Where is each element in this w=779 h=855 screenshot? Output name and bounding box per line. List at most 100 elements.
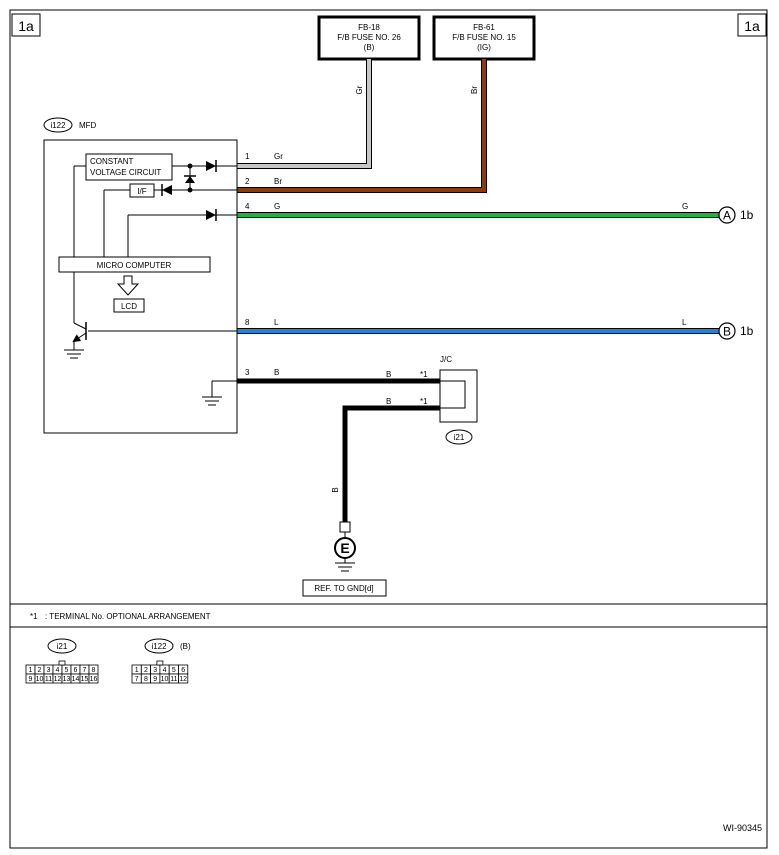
wire-b-vertical-label: B — [331, 487, 340, 492]
mfd-connector-id: i122 — [50, 121, 66, 130]
jc-box — [439, 369, 478, 423]
connector-pin-number: 1 — [135, 667, 139, 674]
offpage-connector-a: A — [718, 206, 736, 224]
terminal-pin-1: 1 — [245, 152, 250, 161]
connector-latch — [156, 660, 164, 666]
diode-pin4 — [206, 209, 217, 221]
page-tag-right-box — [737, 13, 767, 37]
junction-dot-bottom — [187, 187, 193, 193]
ground-point — [334, 521, 356, 572]
jc-wire-label-1: B — [386, 370, 391, 379]
connector-pin-number: 2 — [38, 667, 42, 674]
mfd-name: MFD — [79, 121, 97, 130]
connector-pin-number: 4 — [163, 667, 167, 674]
fuse-fb18-supply: (B) — [364, 43, 375, 52]
connector-pin-number: 6 — [181, 667, 185, 674]
connector-pin-number: 12 — [179, 676, 187, 683]
diode-if — [161, 184, 172, 196]
terminal-color-4: G — [274, 202, 280, 211]
wire-gr — [237, 59, 372, 169]
constant-voltage-label-1: CONSTANT — [90, 157, 134, 166]
offpage-connector-b-letter: B — [723, 325, 731, 339]
diode-pin1 — [206, 160, 217, 172]
connector-pin-number: 1 — [29, 667, 33, 674]
connector-view-i122-oval — [144, 638, 174, 654]
connector-pin-number: 5 — [172, 667, 176, 674]
page-tag-left: 1a — [18, 18, 34, 34]
if-label: I/F — [137, 187, 146, 196]
connector-pin-number: 9 — [29, 676, 33, 683]
connector-view-i122-name: i122 — [151, 642, 167, 651]
terminal-pin-8: 8 — [245, 318, 250, 327]
jc-pin-mark-2: *1 — [420, 397, 428, 406]
connector-view-i21-name: i21 — [57, 642, 68, 651]
offpage-connector-a-page: 1b — [740, 208, 754, 222]
connector-pin-number: 12 — [54, 676, 62, 683]
connector-pin-number: 13 — [63, 676, 71, 683]
jc-connector-oval — [445, 429, 473, 445]
connector-pin-number: 10 — [36, 676, 44, 683]
page-tag-right: 1a — [744, 18, 760, 34]
zener-diode — [184, 175, 196, 183]
page-tag-left-box — [11, 13, 41, 37]
connector-pin-number: 8 — [92, 667, 96, 674]
jc-bridge — [440, 380, 466, 409]
terminal-color-2: Br — [274, 177, 282, 186]
mfd-internal-lines — [58, 153, 237, 406]
ground-symbol-letter: E — [340, 540, 349, 556]
connector-pin-number: 3 — [153, 667, 157, 674]
fuse-fb18-id: FB-18 — [358, 23, 380, 32]
jc-name: J/C — [440, 355, 452, 364]
wire-l-far-label: L — [682, 318, 687, 327]
diagram-id: WI-90345 — [723, 823, 762, 833]
terminal-color-3: B — [274, 368, 279, 377]
connector-pin-number: 11 — [45, 676, 52, 683]
ground-ref-box — [302, 579, 387, 597]
fuse-fb61-name: F/B FUSE NO. 15 — [452, 33, 516, 42]
fuse-box-fb18: FB-18 F/B FUSE NO. 26 (B) — [317, 15, 421, 61]
fuse-fb61-id: FB-61 — [473, 23, 495, 32]
connector-pin-number: 4 — [56, 667, 60, 674]
jc-pin-mark-1: *1 — [420, 370, 428, 379]
jc-connector-id: i21 — [454, 433, 465, 442]
note-text: : TERMINAL No. OPTIONAL ARRANGEMENT — [45, 612, 211, 621]
terminal-pin-4: 4 — [245, 202, 250, 211]
fuse-fb18-name: F/B FUSE NO. 26 — [337, 33, 401, 42]
connector-pin-number: 15 — [81, 676, 89, 683]
page-frame — [9, 9, 768, 849]
connector-view-i122-suffix: (B) — [180, 642, 191, 651]
connector-pin-number: 11 — [170, 676, 177, 683]
offpage-connector-b: B — [718, 322, 736, 340]
connector-pin-number: 8 — [144, 676, 148, 683]
wire-br-vertical-label: Br — [470, 86, 479, 94]
terminal-pin-2: 2 — [245, 177, 250, 186]
terminal-color-1: Gr — [274, 152, 283, 161]
connector-pin-number: 2 — [144, 667, 148, 674]
wire-b-ground — [237, 378, 440, 522]
connector-latch — [58, 660, 66, 666]
terminal-pin-3: 3 — [245, 368, 250, 377]
connector-view-i21-oval — [47, 638, 77, 654]
wire-gr-vertical-label: Gr — [355, 85, 364, 94]
fuse-fb61-supply: (IG) — [477, 43, 491, 52]
terminal-color-8: L — [274, 318, 279, 327]
wire-br — [237, 59, 487, 193]
connector-pin-number: 6 — [74, 667, 78, 674]
connector-pin-number: 5 — [65, 667, 69, 674]
connector-pin-number: 7 — [83, 667, 87, 674]
note-mark: *1 — [30, 612, 38, 621]
connector-cavity — [88, 673, 99, 684]
micro-computer-label: MICRO COMPUTER — [97, 261, 172, 270]
connector-pin-number: 3 — [47, 667, 51, 674]
constant-voltage-label-2: VOLTAGE CIRCUIT — [90, 168, 161, 177]
mfd-connector-oval — [43, 117, 73, 133]
connector-pin-number: 9 — [153, 676, 157, 683]
connector-pin-number: 7 — [135, 676, 139, 683]
connector-pin-number: 14 — [72, 676, 80, 683]
junction-dot-top — [187, 163, 193, 169]
lcd-label: LCD — [121, 302, 137, 311]
wire-g-far-label: G — [682, 202, 688, 211]
